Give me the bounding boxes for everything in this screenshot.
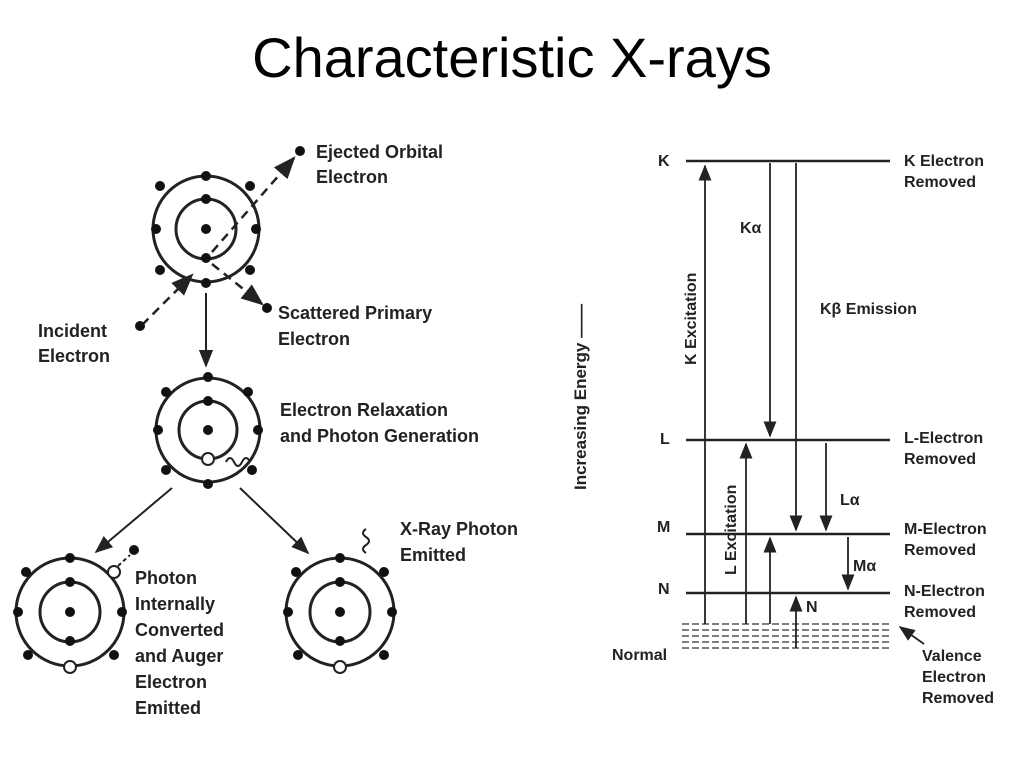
ejected-label-2: Electron bbox=[316, 167, 388, 187]
valence-label-2: Electron bbox=[922, 669, 986, 686]
incident-label-1: Incident bbox=[38, 321, 107, 341]
relax-label-1: Electron Relaxation bbox=[280, 400, 448, 420]
xray-photon-wave-icon bbox=[362, 528, 370, 554]
xray-vacancy bbox=[333, 660, 347, 674]
vacancy-hole bbox=[201, 452, 215, 466]
m-removed-label-2: Removed bbox=[904, 542, 976, 559]
scattered-electron bbox=[262, 303, 272, 313]
ejected-electron-path bbox=[211, 156, 296, 253]
atom-relaxation-electrons bbox=[153, 372, 263, 489]
photon-wave-icon bbox=[225, 457, 251, 467]
n-arrow-label: N bbox=[806, 599, 818, 616]
energy-axis-label: Increasing Energy —— bbox=[571, 304, 590, 490]
level-m-label: M bbox=[657, 519, 670, 536]
valence-band bbox=[682, 623, 892, 649]
atom-auger-electrons bbox=[13, 553, 127, 660]
relax-label-2: and Photon Generation bbox=[280, 426, 479, 446]
xray-label-2: Emitted bbox=[400, 545, 466, 565]
k-removed-label-2: Removed bbox=[904, 174, 976, 191]
scattered-label-1: Scattered Primary bbox=[278, 303, 432, 323]
atom-diagram: Ejected Orbital Electron Incident Electr… bbox=[13, 142, 518, 718]
l-removed-label-1: L-Electron bbox=[904, 430, 983, 447]
incident-electron-path bbox=[141, 273, 194, 326]
atom-xray-electrons bbox=[283, 553, 397, 660]
energy-level-diagram: Increasing Energy —— K L M N Normal bbox=[571, 153, 994, 707]
xray-label-1: X-Ray Photon bbox=[400, 519, 518, 539]
level-k-label: K bbox=[658, 153, 670, 170]
l-excitation-label: L Excitation bbox=[723, 485, 740, 575]
auger-label-5: Electron bbox=[135, 672, 207, 692]
auger-label-1: Photon bbox=[135, 568, 197, 588]
auger-label-6: Emitted bbox=[135, 698, 201, 718]
slide-title: Characteristic X-rays bbox=[252, 26, 772, 89]
l-alpha-label: Lα bbox=[840, 492, 860, 509]
n-removed-label-2: Removed bbox=[904, 604, 976, 621]
transition-arrow-auger bbox=[94, 487, 173, 554]
auger-electron bbox=[129, 545, 139, 555]
scattered-electron-path bbox=[211, 263, 264, 306]
m-removed-label-1: M-Electron bbox=[904, 521, 987, 538]
l-removed-label-2: Removed bbox=[904, 451, 976, 468]
ejected-electron bbox=[295, 146, 305, 156]
valence-label-3: Removed bbox=[922, 690, 994, 707]
inner-vacancy bbox=[63, 660, 77, 674]
k-beta-label: Kβ Emission bbox=[820, 301, 917, 318]
k-alpha-label: Kα bbox=[740, 220, 762, 237]
level-n-label: N bbox=[658, 581, 670, 598]
k-excitation-label: K Excitation bbox=[683, 273, 700, 365]
valence-label-1: Valence bbox=[922, 648, 982, 665]
n-removed-label-1: N-Electron bbox=[904, 583, 985, 600]
auger-vacancy bbox=[107, 565, 121, 579]
auger-electron-path bbox=[117, 554, 131, 567]
incident-label-2: Electron bbox=[38, 346, 110, 366]
auger-label-4: and Auger bbox=[135, 646, 223, 666]
auger-label-3: Converted bbox=[135, 620, 224, 640]
atom-ionization-electrons bbox=[151, 171, 261, 288]
incident-electron bbox=[135, 321, 145, 331]
level-l-label: L bbox=[660, 431, 670, 448]
valence-pointer-arrow bbox=[898, 626, 925, 645]
level-normal-label: Normal bbox=[612, 647, 667, 664]
ejected-label-1: Ejected Orbital bbox=[316, 142, 443, 162]
m-alpha-label: Mα bbox=[853, 558, 876, 575]
transition-arrow-xray bbox=[239, 487, 310, 555]
k-removed-label-1: K Electron bbox=[904, 153, 984, 170]
scattered-label-2: Electron bbox=[278, 329, 350, 349]
auger-label-2: Internally bbox=[135, 594, 215, 614]
